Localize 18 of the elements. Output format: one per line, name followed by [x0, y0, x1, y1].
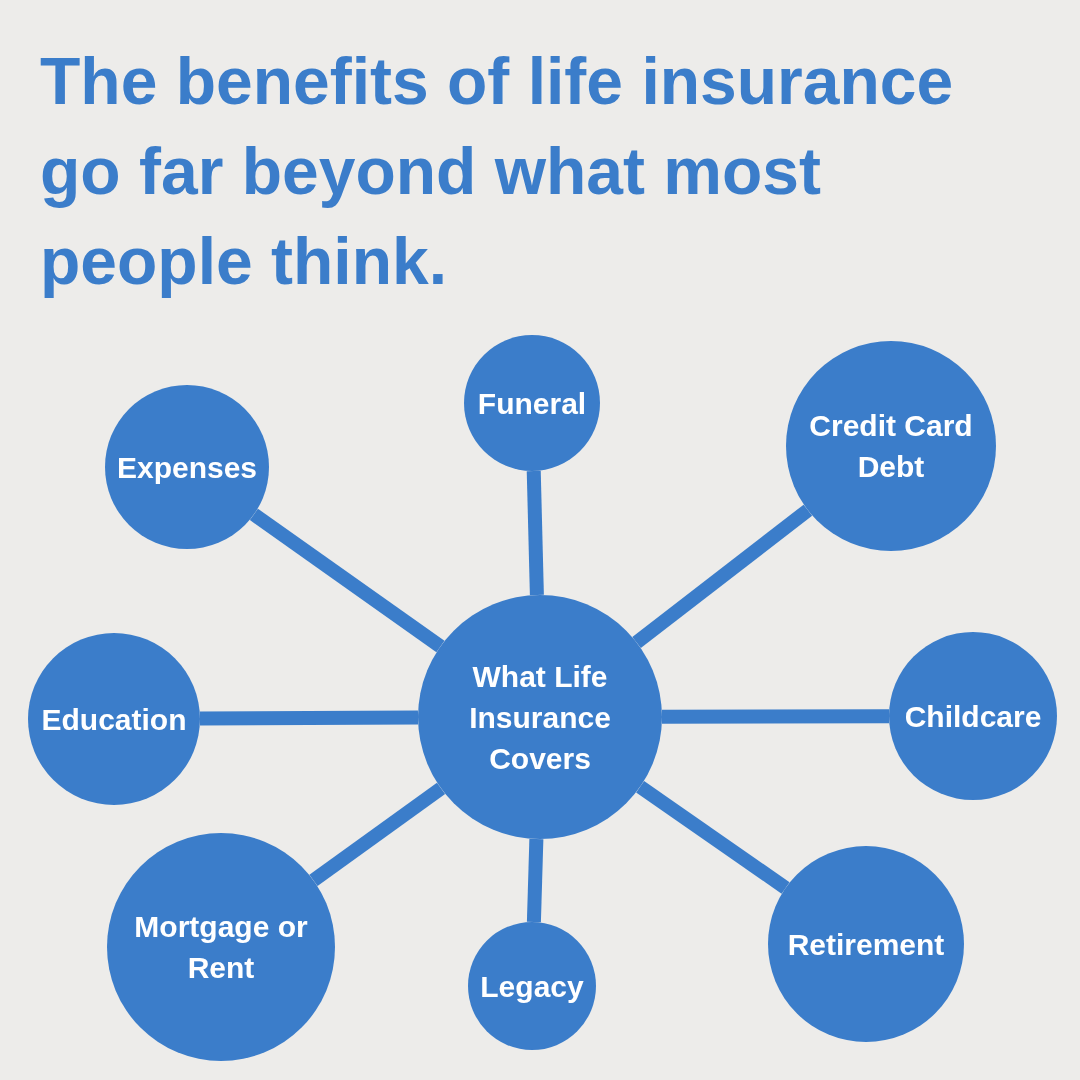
connector-line: [199, 710, 419, 726]
node-label: Credit Card Debt: [808, 408, 974, 485]
node-label: Funeral: [477, 385, 587, 422]
connector-line: [661, 709, 890, 724]
title: The benefits of life insurance go far beyond what most people think.: [40, 43, 955, 300]
node-label: Mortgage or Rent: [133, 909, 309, 986]
node-label: Retirement: [787, 926, 945, 963]
node-label: What Life Insurance Covers: [468, 658, 612, 777]
node-label: Expenses: [116, 449, 258, 486]
node-label: Legacy: [480, 968, 584, 1005]
connector-line: [526, 838, 544, 923]
connector-line: [632, 504, 813, 648]
connector-line: [526, 470, 544, 596]
connector-line: [309, 782, 446, 886]
connector-line: [636, 780, 790, 894]
connector-line: [249, 508, 445, 653]
node-label: Education: [41, 701, 187, 738]
node-label: Childcare: [904, 698, 1042, 735]
